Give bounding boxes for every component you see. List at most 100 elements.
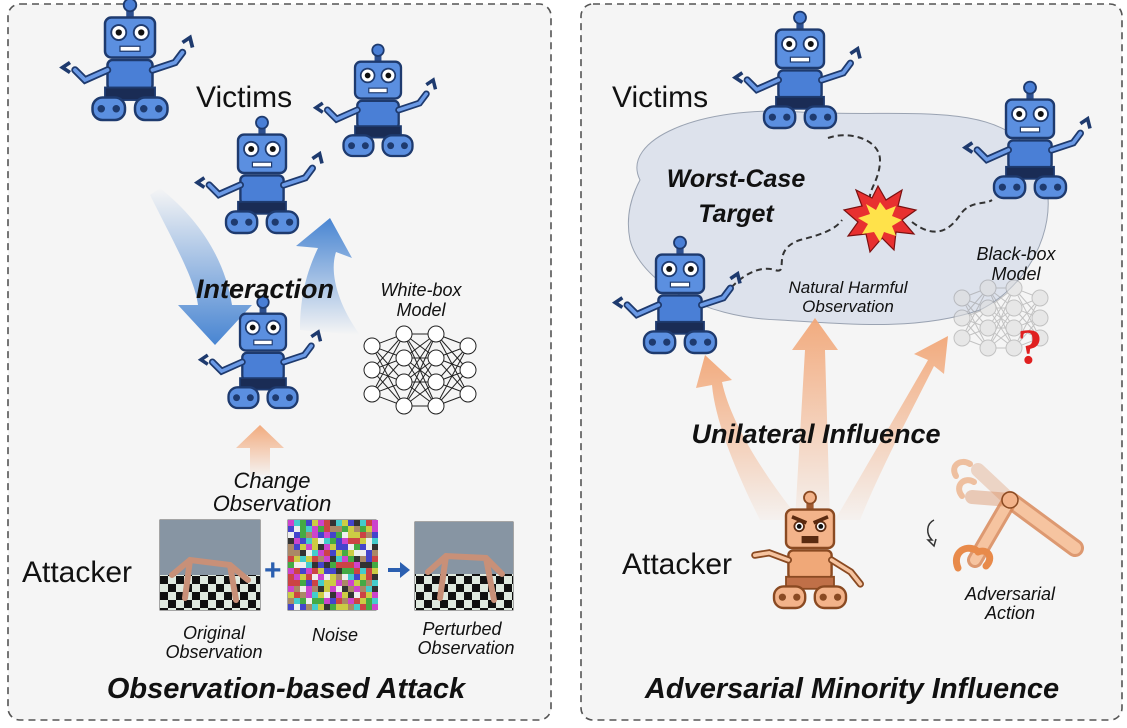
noise-pixel [354,538,360,544]
network-node [459,337,477,355]
noise-pixel [354,526,360,532]
noise-pixel [330,520,336,526]
noise-pixel [312,526,318,532]
noise-pixel [318,586,324,592]
noise-pixel [330,568,336,574]
whitebox-label-line2: Model [396,300,446,320]
blackbox-network-icon [953,279,1049,357]
noise-pixel [294,526,300,532]
noise-pixel [342,532,348,538]
noise-pixel [312,604,318,610]
noise-pixel [288,568,294,574]
interaction-arrow-down [150,188,252,345]
whitebox-network-icon [363,325,477,415]
noise-pixel [300,526,306,532]
noise-pixel [294,544,300,550]
network-node [953,309,971,327]
noise-pixels [288,520,378,610]
noise-pixel [294,586,300,592]
noise-pixel [354,592,360,598]
noise-pixel [324,538,330,544]
noise-pixel [300,520,306,526]
noise-pixel [318,598,324,604]
noise-pixel [336,580,342,586]
worst-case-line1: Worst-Case [667,165,806,193]
noise-pixel [312,568,318,574]
noise-pixel [306,556,312,562]
noise-pixel [360,592,366,598]
noise-pixel [288,538,294,544]
noise-pixel [288,550,294,556]
noise-pixel [300,598,306,604]
left-attacker-label: Attacker [22,556,132,589]
noise-pixel [342,592,348,598]
noise-pixel [348,568,354,574]
noise-pixel [312,562,318,568]
noise-pixel [366,556,372,562]
noise-pixel [294,532,300,538]
noise-pixel [348,580,354,586]
noise-pixel [306,526,312,532]
noise-pixel [312,550,318,556]
noise-pixel [318,532,324,538]
unilateral-arrow-left [696,355,800,520]
noise-pixel [288,544,294,550]
noise-pixel [360,598,366,604]
noise-pixel [300,550,306,556]
noise-pixel [360,526,366,532]
noise-pixel [366,538,372,544]
noise-pixel [312,592,318,598]
explosion-icon [842,184,918,254]
noise-pixel [312,580,318,586]
noise-pixel [342,526,348,532]
noise-pixel [294,556,300,562]
network-node [459,361,477,379]
noise-pixel [306,580,312,586]
noise-pixel [360,574,366,580]
noise-pixel [366,580,372,586]
noise-pixel [348,598,354,604]
noise-pixel [294,562,300,568]
noise-pixel [324,580,330,586]
original-observation-image [159,519,261,611]
noise-pixel [312,544,318,550]
noise-pixel [318,568,324,574]
noise-pixel [354,580,360,586]
network-node [1005,299,1023,317]
network-node [1031,289,1049,307]
noise-pixel [306,538,312,544]
noise-pixel [342,538,348,544]
noise-pixel [372,598,378,604]
network-edge [403,333,437,383]
noise-pixel [348,544,354,550]
network-node [979,339,997,357]
network-node [427,325,445,343]
perturbed-label-line2: Observation [417,638,514,658]
noise-pixel [372,586,378,592]
noise-pixel [330,604,336,610]
noise-pixel [372,568,378,574]
perturbed-label-line1: Perturbed [422,619,502,639]
noise-pixel [360,580,366,586]
noise-pixel [294,580,300,586]
noise-pixel [306,562,312,568]
noise-pixel [372,532,378,538]
noise-pixel [348,532,354,538]
noise-pixel [318,556,324,562]
unilateral-arrow-center [792,318,838,520]
noise-pixel [306,568,312,574]
noise-pixel [354,574,360,580]
noise-pixel [348,526,354,532]
network-node [363,385,381,403]
noise-pixel [312,586,318,592]
noise-pixel [360,604,366,610]
trajectory-victim-top [827,134,882,201]
noise-pixel [324,532,330,538]
change-obs-line1: Change [233,468,310,493]
noise-pixel [288,586,294,592]
network-node [979,319,997,337]
noise-pixel [336,526,342,532]
noise-pixel [324,604,330,610]
noise-pixel [300,574,306,580]
